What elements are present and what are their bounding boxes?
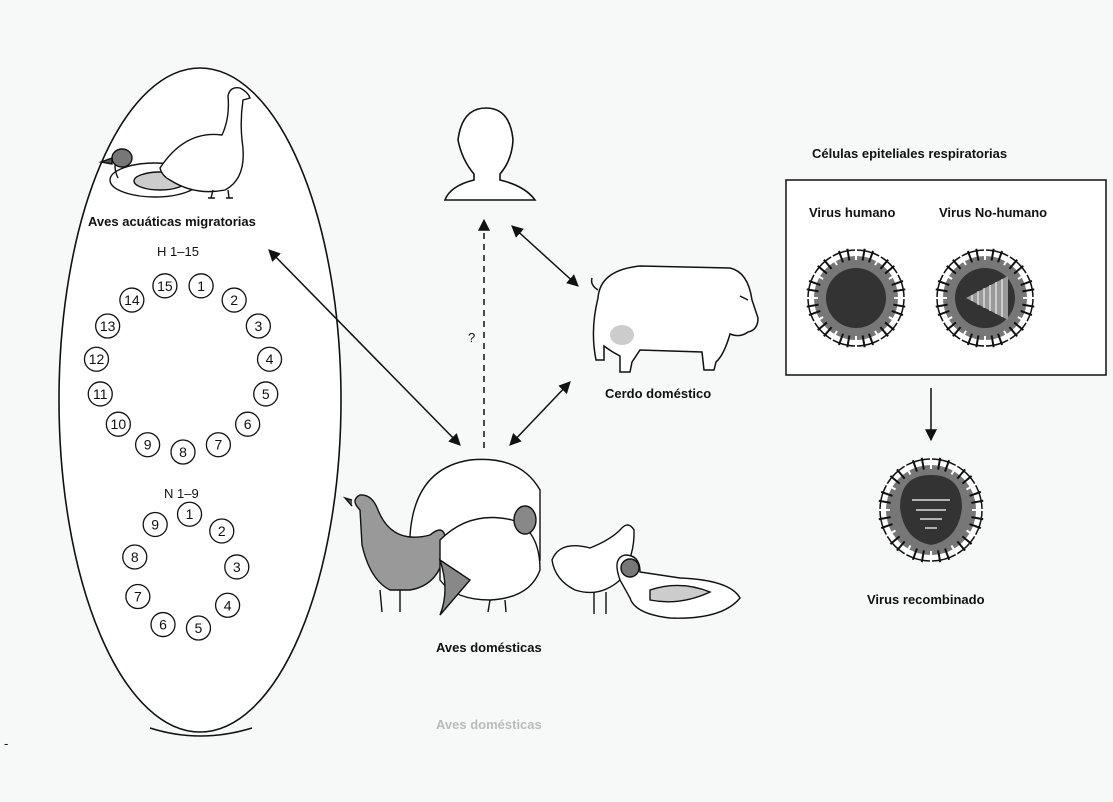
h-ring-number: 12: [89, 351, 105, 367]
h-ring-number: 7: [214, 437, 222, 453]
domestic-birds-icon: [345, 459, 740, 618]
arrow-pig-poultry: [510, 382, 570, 445]
h-ring-number: 5: [262, 386, 270, 402]
h-ring-number: 10: [111, 416, 127, 432]
recombined-virus-icon: [878, 457, 984, 563]
n-ring-number: 6: [159, 617, 167, 633]
h-ring-number: 2: [230, 292, 238, 308]
h-ring-number: 13: [100, 318, 116, 334]
n-subtypes-label: N 1–9: [164, 486, 199, 501]
n-ring-number: 1: [186, 506, 194, 522]
arrow-human-pig: [512, 226, 578, 286]
n-ring-number: 7: [134, 589, 142, 605]
pig-icon: [592, 266, 758, 372]
stray-dash: -: [4, 736, 8, 751]
h-ring-number: 4: [266, 351, 274, 367]
nonhuman-virus-label: Virus No-humano: [939, 205, 1047, 220]
h-ring-number: 14: [124, 292, 140, 308]
h-ring-number: 1: [197, 278, 205, 294]
epithelial-cells-label: Células epiteliales respiratorias: [812, 146, 1007, 161]
domestic-birds-label: Aves domésticas: [436, 640, 542, 655]
h-ring-number: 15: [157, 278, 173, 294]
migratory-birds-label: Aves acuáticas migratorias: [88, 214, 256, 229]
n-ring-number: 2: [218, 523, 226, 539]
n-ring-number: 5: [195, 620, 203, 636]
n-ring-number: 4: [224, 597, 232, 613]
domestic-pig-label: Cerdo doméstico: [605, 386, 711, 401]
recombined-virus-label: Virus recombinado: [867, 592, 985, 607]
n-ring-number: 3: [233, 559, 241, 575]
n-ring-number: 8: [131, 549, 139, 565]
h-subtypes-label: H 1–15: [157, 244, 199, 259]
domestic-birds-ghost-label: Aves domésticas: [436, 717, 542, 732]
h-ring-number: 9: [144, 437, 152, 453]
n-ring-number: 9: [151, 516, 159, 532]
question-mark-label: ?: [468, 330, 475, 345]
human-virus-label: Virus humano: [809, 205, 895, 220]
h-ring-number: 6: [244, 416, 252, 432]
h-ring-number: 3: [254, 318, 262, 334]
human-icon: [445, 108, 535, 200]
h-ring-number: 11: [93, 386, 108, 402]
h-ring-number: 8: [179, 444, 187, 460]
